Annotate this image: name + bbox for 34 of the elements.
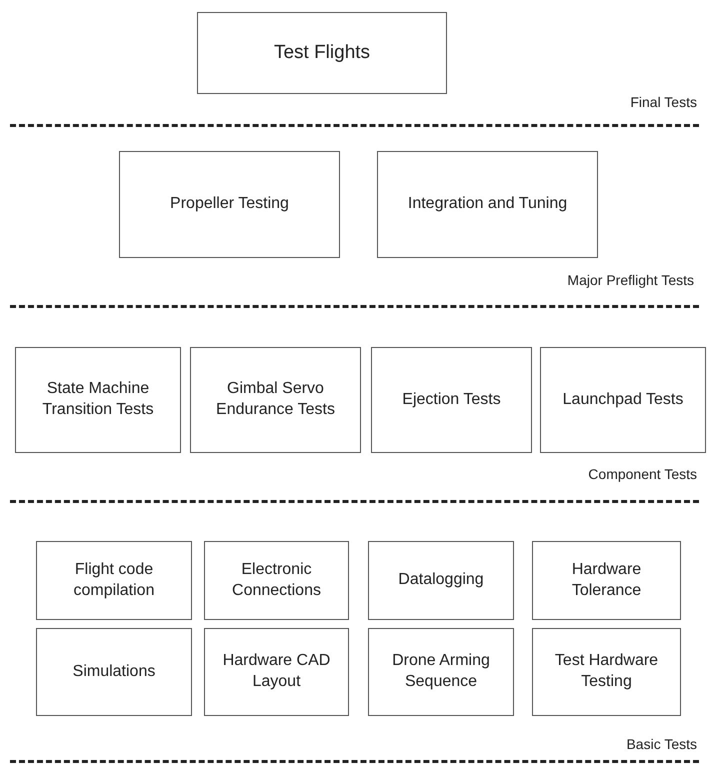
box-label: Test Hardware Testing bbox=[554, 651, 660, 692]
box-label: Drone Arming Sequence bbox=[391, 651, 491, 692]
box-label: State Machine Transition Tests bbox=[41, 379, 155, 420]
box-label: Ejection Tests bbox=[402, 390, 501, 410]
test-box bbox=[36, 628, 192, 716]
test-box bbox=[204, 541, 349, 620]
test-box bbox=[368, 628, 514, 716]
box-label: Integration and Tuning bbox=[408, 194, 568, 214]
test-box bbox=[204, 628, 349, 716]
test-box bbox=[15, 347, 181, 453]
tier-label: Major Preflight Tests bbox=[567, 272, 694, 288]
box-label: Hardware Tolerance bbox=[570, 560, 642, 600]
box-label: Test Flights bbox=[274, 40, 370, 65]
test-box bbox=[197, 12, 447, 94]
box-label: Propeller Testing bbox=[170, 194, 289, 214]
test-box bbox=[532, 541, 681, 620]
box-label: Launchpad Tests bbox=[562, 390, 684, 410]
test-box bbox=[190, 347, 361, 453]
test-box bbox=[368, 541, 514, 620]
box-label: Simulations bbox=[72, 662, 156, 682]
test-box bbox=[119, 151, 340, 258]
box-label: Electronic Connections bbox=[231, 560, 322, 600]
tier-label: Final Tests bbox=[630, 94, 697, 110]
test-box bbox=[36, 541, 192, 620]
box-label: Flight code compilation bbox=[72, 560, 156, 600]
box-label: Hardware CAD Layout bbox=[222, 651, 332, 692]
test-box bbox=[532, 628, 681, 716]
box-label: Gimbal Servo Endurance Tests bbox=[215, 379, 336, 420]
test-box bbox=[377, 151, 598, 258]
test-box bbox=[371, 347, 532, 453]
test-box bbox=[540, 347, 706, 453]
tier-label: Basic Tests bbox=[626, 736, 697, 752]
tier-label: Component Tests bbox=[588, 466, 697, 482]
box-label: Datalogging bbox=[398, 570, 484, 590]
